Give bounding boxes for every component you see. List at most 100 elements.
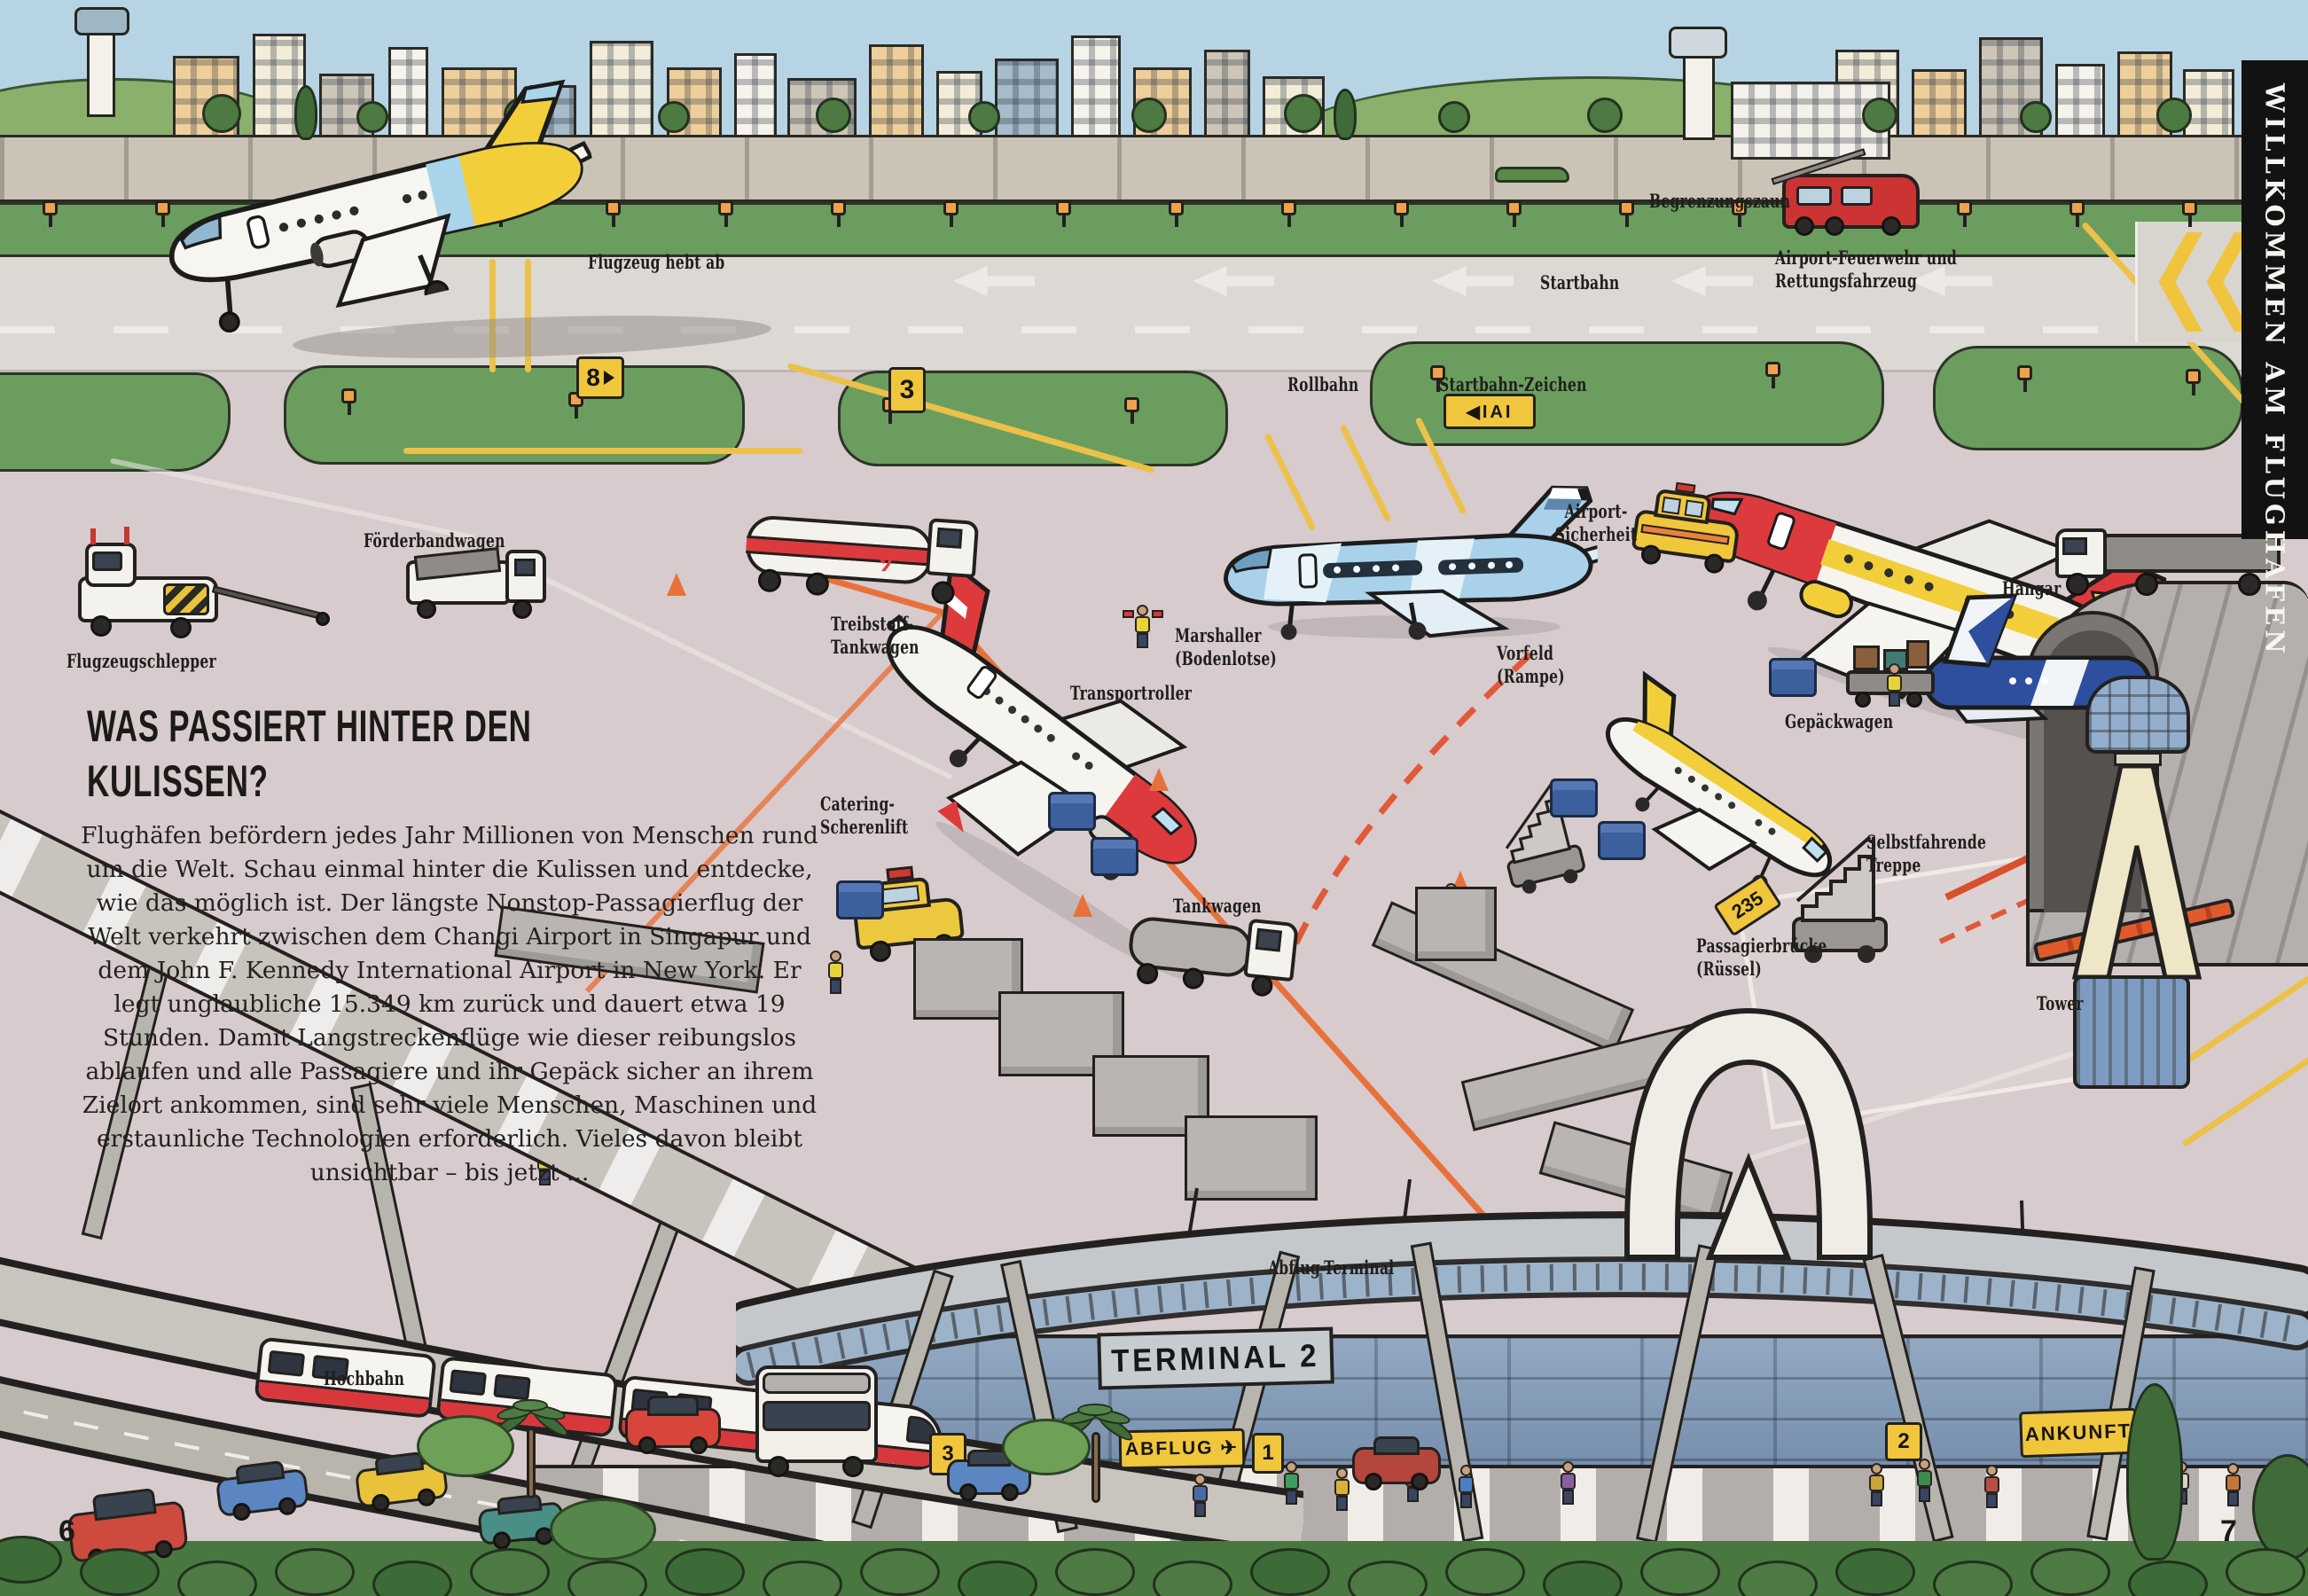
- skyline-tree: [2156, 98, 2192, 133]
- person: [1561, 1461, 1576, 1506]
- runway-lamp: [1287, 213, 1291, 227]
- worker-figure: [828, 951, 844, 995]
- bush: [860, 1548, 940, 1596]
- taxiway-3-sign: 3: [888, 367, 926, 413]
- grass-island-1: [0, 372, 231, 472]
- runway-lamp: [1056, 200, 1071, 215]
- taxiway-lamp: [341, 388, 356, 403]
- runway-lamp: [43, 200, 58, 215]
- bush: [470, 1548, 550, 1596]
- skyline-tree: [968, 101, 1000, 133]
- taxiway-lamp: [888, 410, 892, 424]
- abflug-sign: ABFLUG ✈: [1118, 1428, 1246, 1470]
- runway-lamp: [161, 213, 165, 227]
- baggage-container: [1048, 792, 1096, 831]
- runway-lamp: [2188, 213, 2192, 227]
- skyline-building: [1912, 69, 1967, 140]
- taxiway-lamp: [2017, 365, 2032, 380]
- runway-lamp: [837, 213, 841, 227]
- plane-taking-off: [139, 66, 615, 356]
- bush: [1153, 1561, 1232, 1596]
- runway-lamp: [1963, 213, 1967, 227]
- alligator: [1495, 167, 1569, 183]
- plane-red-white: [787, 529, 1260, 961]
- runway-lamp: [943, 200, 958, 215]
- callout-tankwagen: Tankwagen: [1173, 895, 1262, 917]
- gate-1-sign: 1: [1252, 1433, 1284, 1474]
- skyline-cypress: [294, 85, 317, 140]
- skyline-tree: [1284, 94, 1323, 133]
- runway-lamp: [1506, 200, 1522, 215]
- bush: [2128, 1561, 2208, 1596]
- runway-lamp: [606, 200, 621, 215]
- callout-airport-feuerwehr: Airport-Feuerwehr und Rettungsfahrzeug: [1775, 246, 1957, 292]
- callout-transportroller: Transportroller: [1070, 682, 1193, 704]
- bush: [2030, 1548, 2110, 1596]
- runway-centerline: [0, 326, 2308, 333]
- baggage-container: [1091, 837, 1138, 876]
- bush: [80, 1548, 160, 1596]
- runway-lamp: [1062, 213, 1066, 227]
- cypress-tree: [2126, 1383, 2183, 1561]
- callout-hangar: Hangar: [2002, 577, 2062, 599]
- skyline-building: [869, 44, 924, 140]
- callout-vorfeld: Vorfeld (Rampe): [1497, 642, 1565, 687]
- sidebar-title: WILLKOMMEN AM FLUGHAFEN: [2259, 83, 2290, 658]
- bush: [763, 1561, 842, 1596]
- taxiway-lamp: [2192, 381, 2195, 395]
- bush: [275, 1548, 355, 1596]
- callout-passagierbruecke: Passagierbrücke (Rüssel): [1696, 935, 1827, 980]
- runway-lamp: [1513, 213, 1516, 227]
- bush: [1002, 1419, 1091, 1475]
- callout-airport-sicherheit: Airport- Sicherheit: [1554, 500, 1638, 545]
- runway-lamp: [1732, 200, 1747, 215]
- page-number-left: 6: [59, 1514, 75, 1548]
- person: [1459, 1465, 1475, 1509]
- worker-figure: [1123, 605, 1163, 649]
- car: [947, 1449, 1031, 1501]
- callout-flugzeugschlepper: Flugzeugschlepper: [67, 650, 216, 672]
- skyline-building: [2183, 69, 2234, 140]
- taxiway-lamp: [1131, 410, 1134, 424]
- baggage-container: [1550, 778, 1598, 818]
- baggage-container: [836, 880, 884, 919]
- bush: [372, 1561, 452, 1596]
- runway-lamp: [1619, 200, 1634, 215]
- terminal-arch: [1624, 1007, 1873, 1260]
- taxiway-lamp: [1765, 362, 1780, 377]
- runway-lamp: [612, 213, 615, 227]
- fire-station: [1731, 82, 1890, 160]
- runway-lamp: [718, 200, 733, 215]
- callout-selbstfahrende-treppe: Selbstfahrende Treppe: [1866, 831, 1987, 876]
- tower-cab: [2085, 676, 2190, 754]
- bush: [567, 1561, 647, 1596]
- bush: [1738, 1561, 1818, 1596]
- bush: [1543, 1561, 1623, 1596]
- taxiway-8-sign: 8: [576, 356, 624, 399]
- callout-startbahn: Startbahn: [1540, 271, 1620, 293]
- runway-lamp: [1625, 213, 1629, 227]
- airport-tower-cab: [1669, 27, 1727, 59]
- gate-2-sign: 2: [1885, 1422, 1922, 1461]
- person: [1334, 1467, 1350, 1512]
- tower-base: [2073, 975, 2190, 1089]
- skyline-tree: [2020, 101, 2052, 133]
- fire-truck: [1771, 148, 1920, 236]
- runway-lamp: [155, 200, 170, 215]
- car: [1352, 1436, 1441, 1490]
- person: [1284, 1461, 1300, 1506]
- abflug-sign-label: ABFLUG: [1124, 1437, 1214, 1460]
- bush: [550, 1498, 656, 1561]
- baggage-container: [1598, 821, 1646, 860]
- control-tower-small-cab: [74, 7, 129, 35]
- runway-threshold-sign: ◀IAI: [1443, 394, 1536, 429]
- person: [1917, 1459, 1933, 1503]
- person: [2226, 1463, 2241, 1507]
- car: [625, 1396, 721, 1455]
- person: [1869, 1463, 1885, 1507]
- callout-rollbahn: Rollbahn: [1287, 373, 1359, 395]
- airport-tower: [1683, 51, 1715, 140]
- skyline-building: [1071, 35, 1121, 140]
- bush: [1055, 1548, 1135, 1596]
- bush: [665, 1548, 745, 1596]
